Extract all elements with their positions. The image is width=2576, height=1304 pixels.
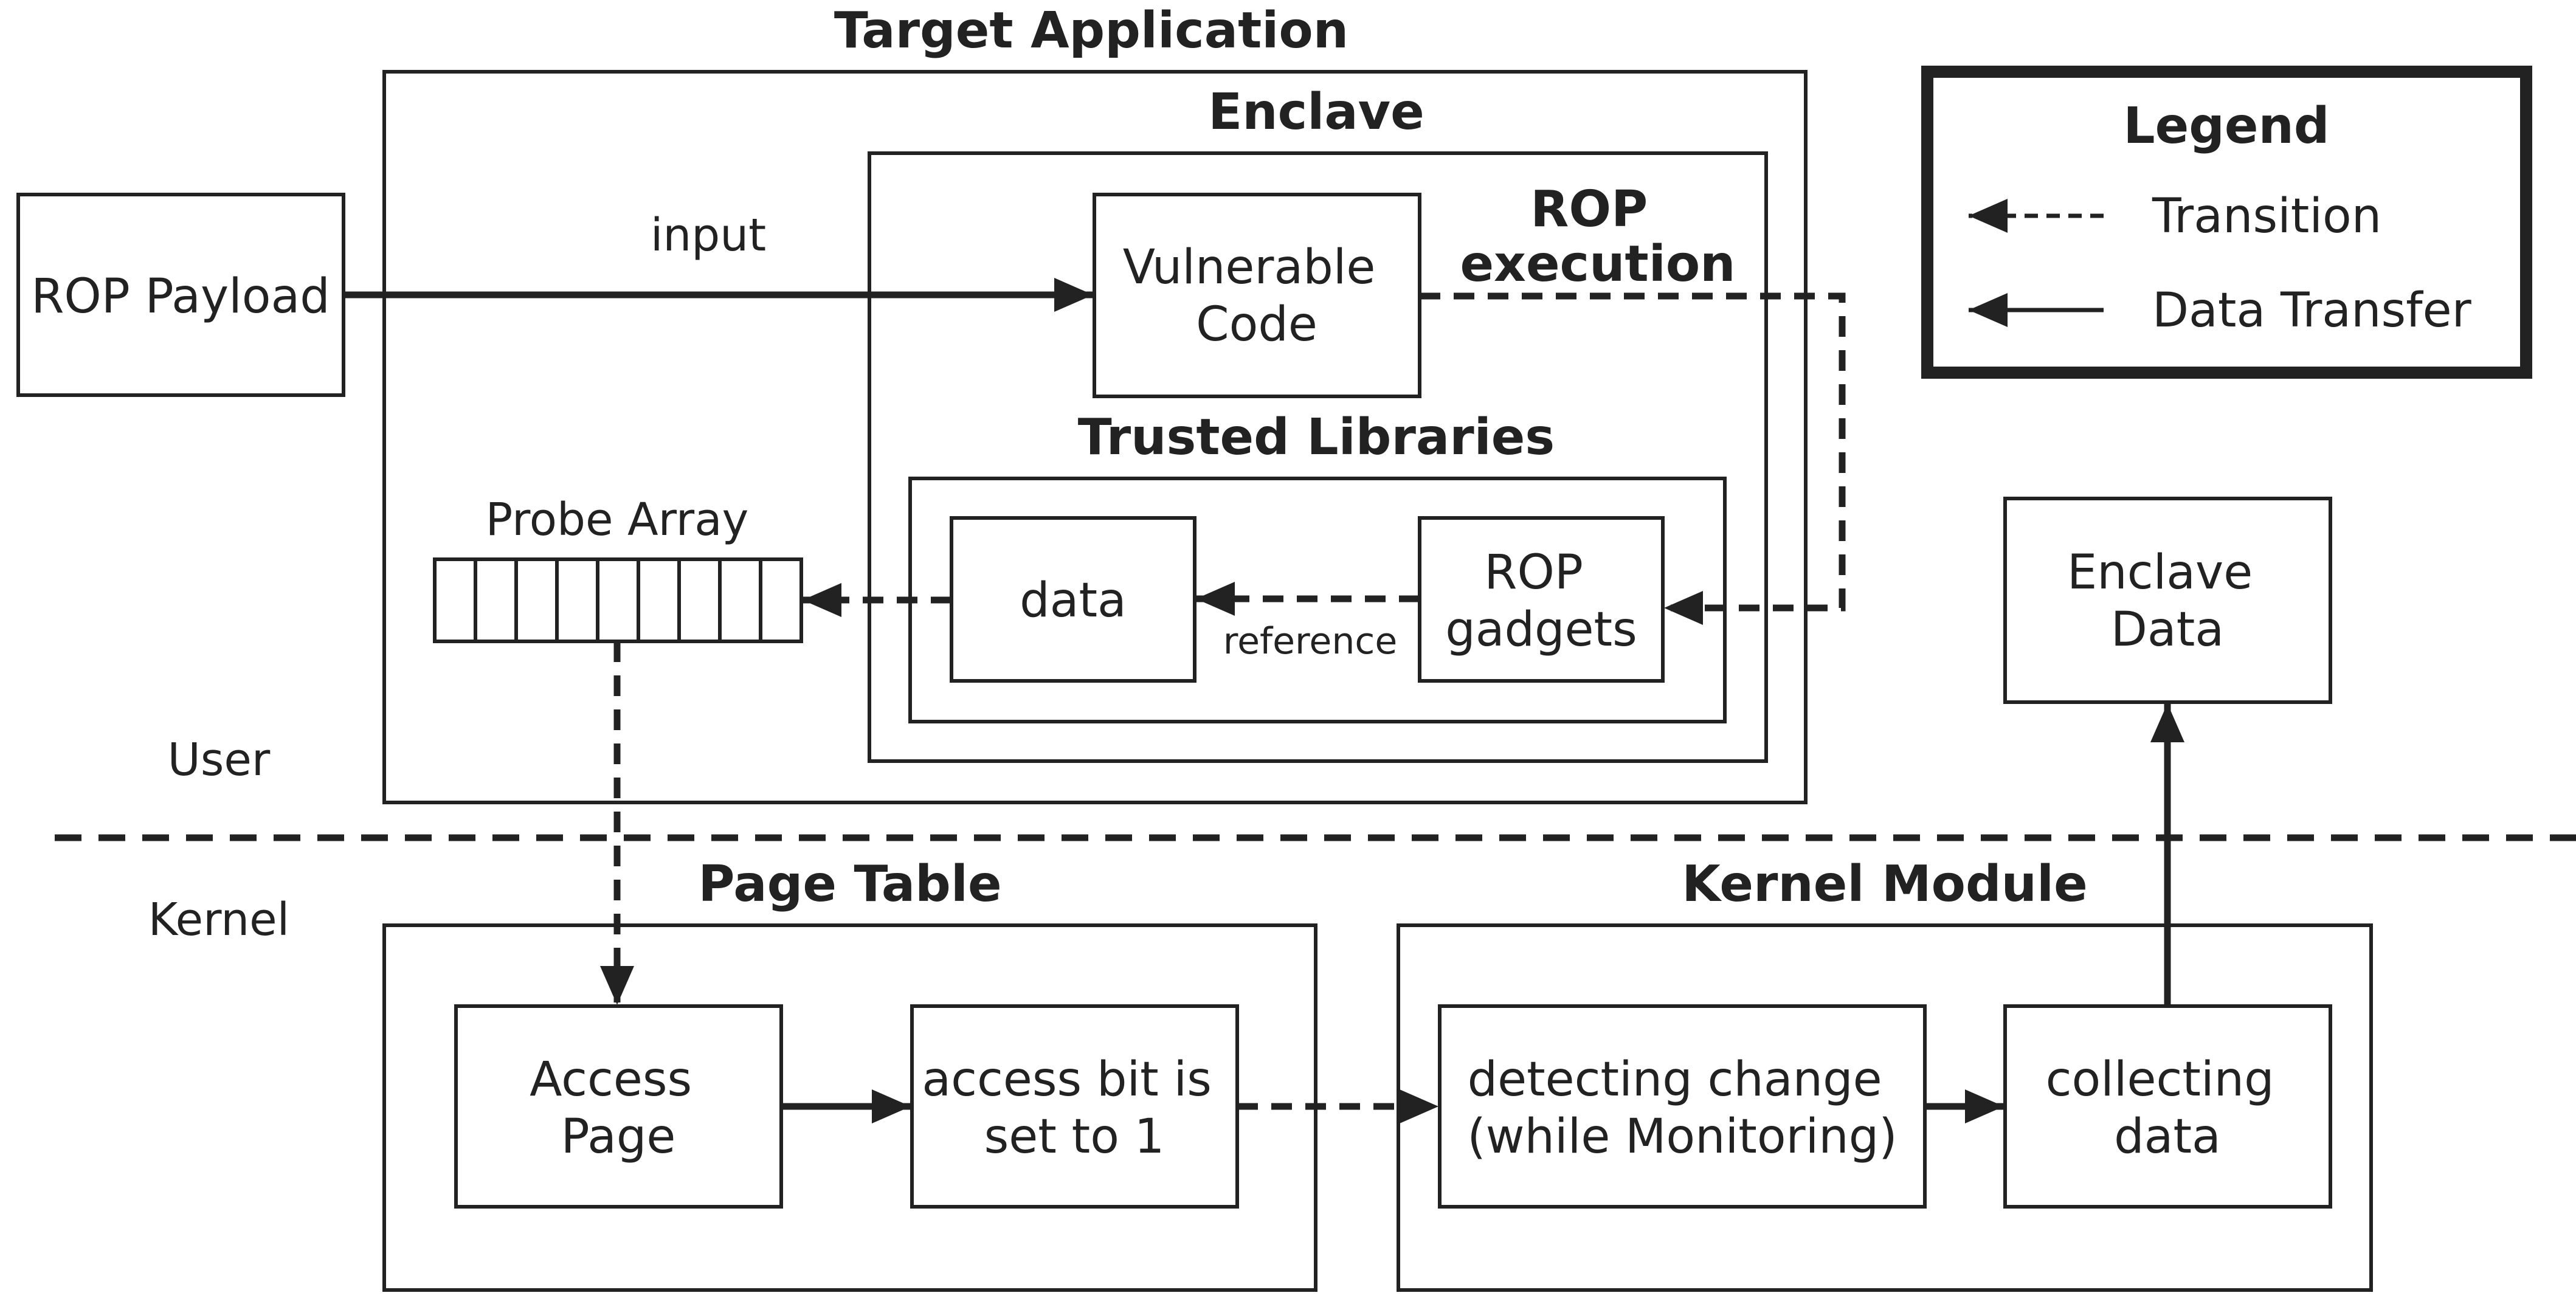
- data-box: [950, 516, 1196, 683]
- probe-array: [433, 557, 803, 643]
- rop-gadgets-label: ROP gadgets: [1445, 545, 1637, 657]
- rop-execution-title: ROP execution: [1460, 181, 1735, 293]
- rop-gadgets-box: [1418, 516, 1665, 683]
- user-label: User: [168, 734, 271, 786]
- probe-array-cell: [555, 557, 599, 643]
- legend-data-transfer-label: Data Transfer: [2152, 283, 2472, 338]
- probe-array-label: Probe Array: [486, 494, 749, 546]
- collecting-data-label: collecting data: [2046, 1052, 2290, 1164]
- reference-label: reference: [1223, 620, 1398, 663]
- probe-array-cell: [514, 557, 559, 643]
- rop-payload-box: [16, 193, 345, 397]
- legend-transition-label: Transition: [2152, 189, 2381, 244]
- probe-array-cell: [677, 557, 722, 643]
- access-bit-label: access bit is set to 1: [922, 1052, 1226, 1164]
- detecting-change-box: [1438, 1004, 1927, 1209]
- probe-array-cell: [718, 557, 762, 643]
- legend-box: [1921, 66, 2532, 379]
- page-table-title: Page Table: [698, 855, 1001, 913]
- access-page-label: Access Page: [530, 1052, 707, 1164]
- rop-execution-transition: [1420, 292, 1846, 625]
- probe-array-cell: [433, 557, 477, 643]
- kernel-module-title: Kernel Module: [1682, 855, 2088, 913]
- enclave-data-label: Enclave Data: [2067, 545, 2268, 657]
- detecting-change-label: detecting change (while Monitoring): [1467, 1052, 1897, 1164]
- enclave-title: Enclave: [1208, 83, 1424, 141]
- probe-array-cell: [474, 557, 518, 643]
- enclave-data-box: [2003, 497, 2332, 704]
- kernel-label: Kernel: [148, 894, 289, 946]
- probe-array-cell: [637, 557, 681, 643]
- data-label: data: [1020, 573, 1127, 628]
- target-application-title: Target Application: [834, 2, 1348, 60]
- probe-array-cell: [596, 557, 640, 643]
- rop-payload-label: ROP Payload: [31, 269, 330, 324]
- trusted-libraries-title: Trusted Libraries: [1078, 409, 1555, 466]
- vulnerable-code-box: [1093, 193, 1421, 398]
- legend-title: Legend: [2123, 97, 2329, 155]
- vulnerable-code-label: Vulnerable Code: [1123, 240, 1390, 352]
- probe-array-cell: [759, 557, 803, 643]
- legend: Legend Transition Data Transfer: [1921, 66, 2532, 379]
- access-page-box: [454, 1004, 783, 1209]
- input-label: input: [651, 209, 766, 261]
